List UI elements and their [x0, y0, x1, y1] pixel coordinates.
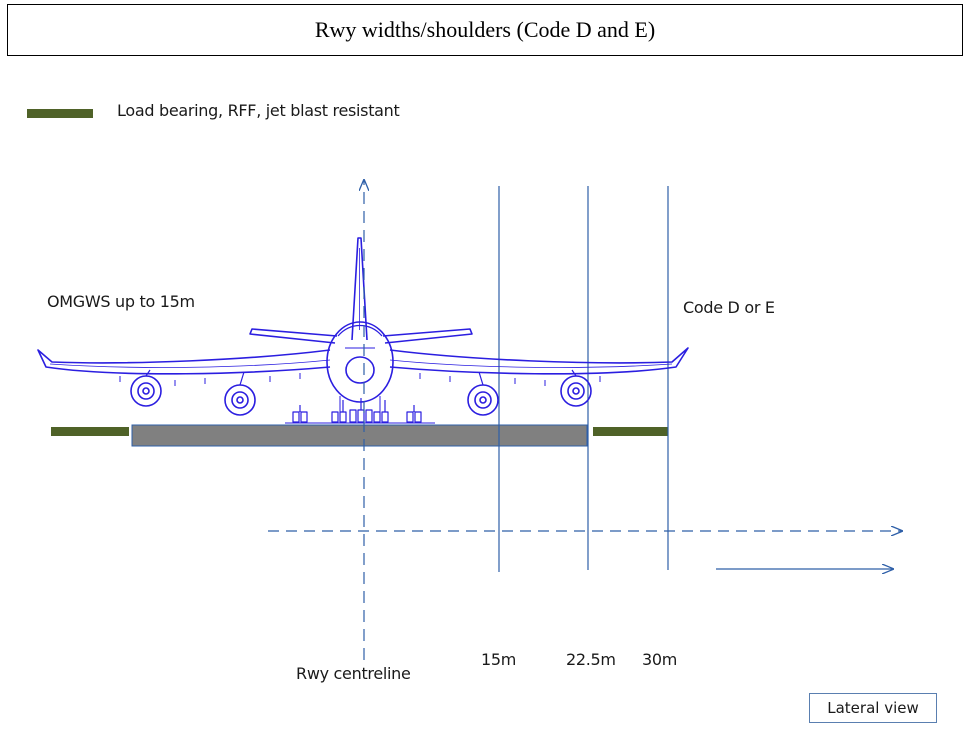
lateral-view-box: Lateral view — [809, 693, 937, 723]
distance-22-5m-label: 22.5m — [566, 650, 616, 669]
distance-15m-label: 15m — [481, 650, 517, 669]
distance-30m-label: 30m — [642, 650, 678, 669]
omgws-label: OMGWS up to 15m — [47, 292, 195, 311]
aircraft-front-view — [37, 237, 689, 424]
code-label: Code D or E — [683, 298, 775, 317]
left-shoulder — [51, 427, 129, 436]
runway-surface — [131, 424, 588, 447]
diagram-title: Rwy widths/shoulders (Code D and E) — [7, 4, 963, 56]
legend-label: Load bearing, RFF, jet blast resistant — [117, 101, 400, 120]
legend-swatch — [27, 109, 93, 118]
centreline-label: Rwy centreline — [296, 664, 411, 683]
right-shoulder — [593, 427, 668, 436]
